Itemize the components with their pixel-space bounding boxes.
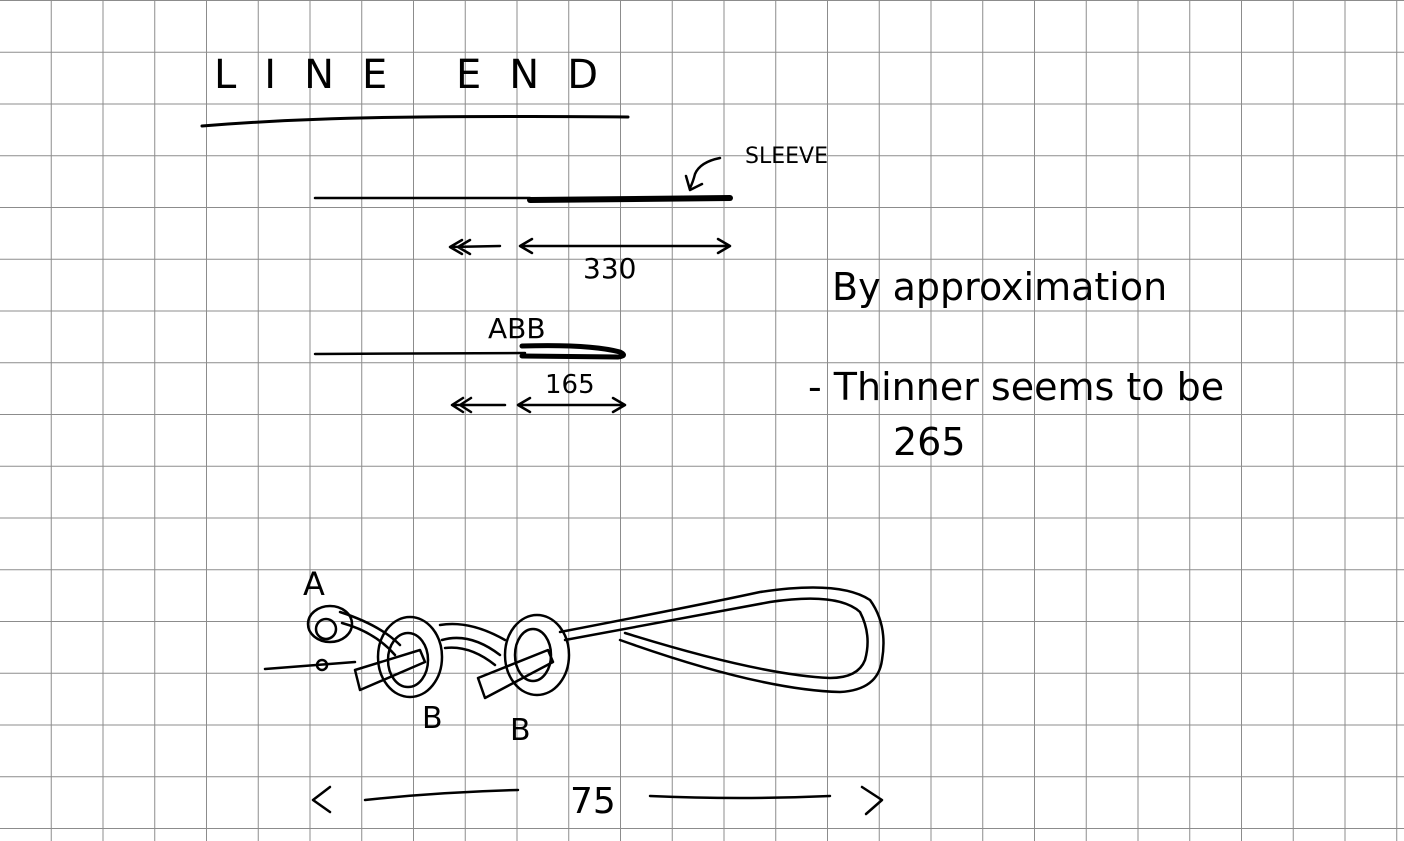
standing-line — [263, 660, 357, 671]
abb-left-double-arrow — [450, 396, 507, 414]
knot-b1-inner — [386, 631, 430, 689]
abb-thin-line — [313, 351, 527, 356]
abb-length-label: 165 — [545, 370, 595, 400]
title-underline — [200, 115, 630, 128]
loop-inner — [563, 597, 869, 680]
knot-b2-crossing — [476, 648, 555, 700]
knot-b1-crossing — [353, 648, 427, 692]
loop-length-label: 75 — [570, 781, 616, 822]
sleeve-line — [527, 195, 733, 203]
abb-label: ABB — [488, 312, 546, 345]
connecting-strands — [438, 622, 507, 667]
knot-b1-outer — [376, 615, 444, 699]
note-line-3: 265 — [893, 420, 966, 464]
knot-b2-outer — [503, 613, 571, 697]
line-end-a — [315, 658, 329, 672]
sleeve-length-label: 330 — [583, 252, 636, 285]
sleeve-dimension-arrow — [518, 237, 732, 255]
knot-b1-label: B — [422, 701, 443, 736]
sleeve-label: SLEEVE — [745, 144, 828, 169]
notes: By approximation - Thinner seems to be 2… — [808, 265, 1224, 464]
loop-outer — [558, 586, 885, 694]
abb-dimension-arrow — [516, 396, 627, 414]
loop-dim-right-arrowhead — [860, 785, 884, 816]
knot-a-inner — [314, 617, 338, 641]
sleeve-diagram: SLEEVE 330 — [313, 144, 828, 285]
note-line-1: By approximation — [832, 265, 1167, 309]
knot-a-strand — [338, 610, 402, 657]
loop-dim-left-line — [363, 788, 520, 802]
sleeve-pointer-arrow — [684, 156, 722, 192]
abb-sleeve — [519, 343, 626, 360]
abb-diagram: ABB 165 — [313, 312, 627, 414]
note-line-2: - Thinner seems to be — [808, 365, 1224, 409]
knot-b2-label: B — [510, 713, 531, 748]
knot-a-outer — [306, 604, 354, 644]
loop-dim-right-line — [648, 794, 832, 800]
knot-a-label: A — [303, 565, 325, 603]
loop-dim-left-arrowhead — [311, 785, 332, 814]
title-text: LINE END — [214, 52, 624, 98]
sleeve-left-double-arrow — [448, 238, 502, 256]
knot-diagram: A B B 75 — [263, 565, 885, 822]
